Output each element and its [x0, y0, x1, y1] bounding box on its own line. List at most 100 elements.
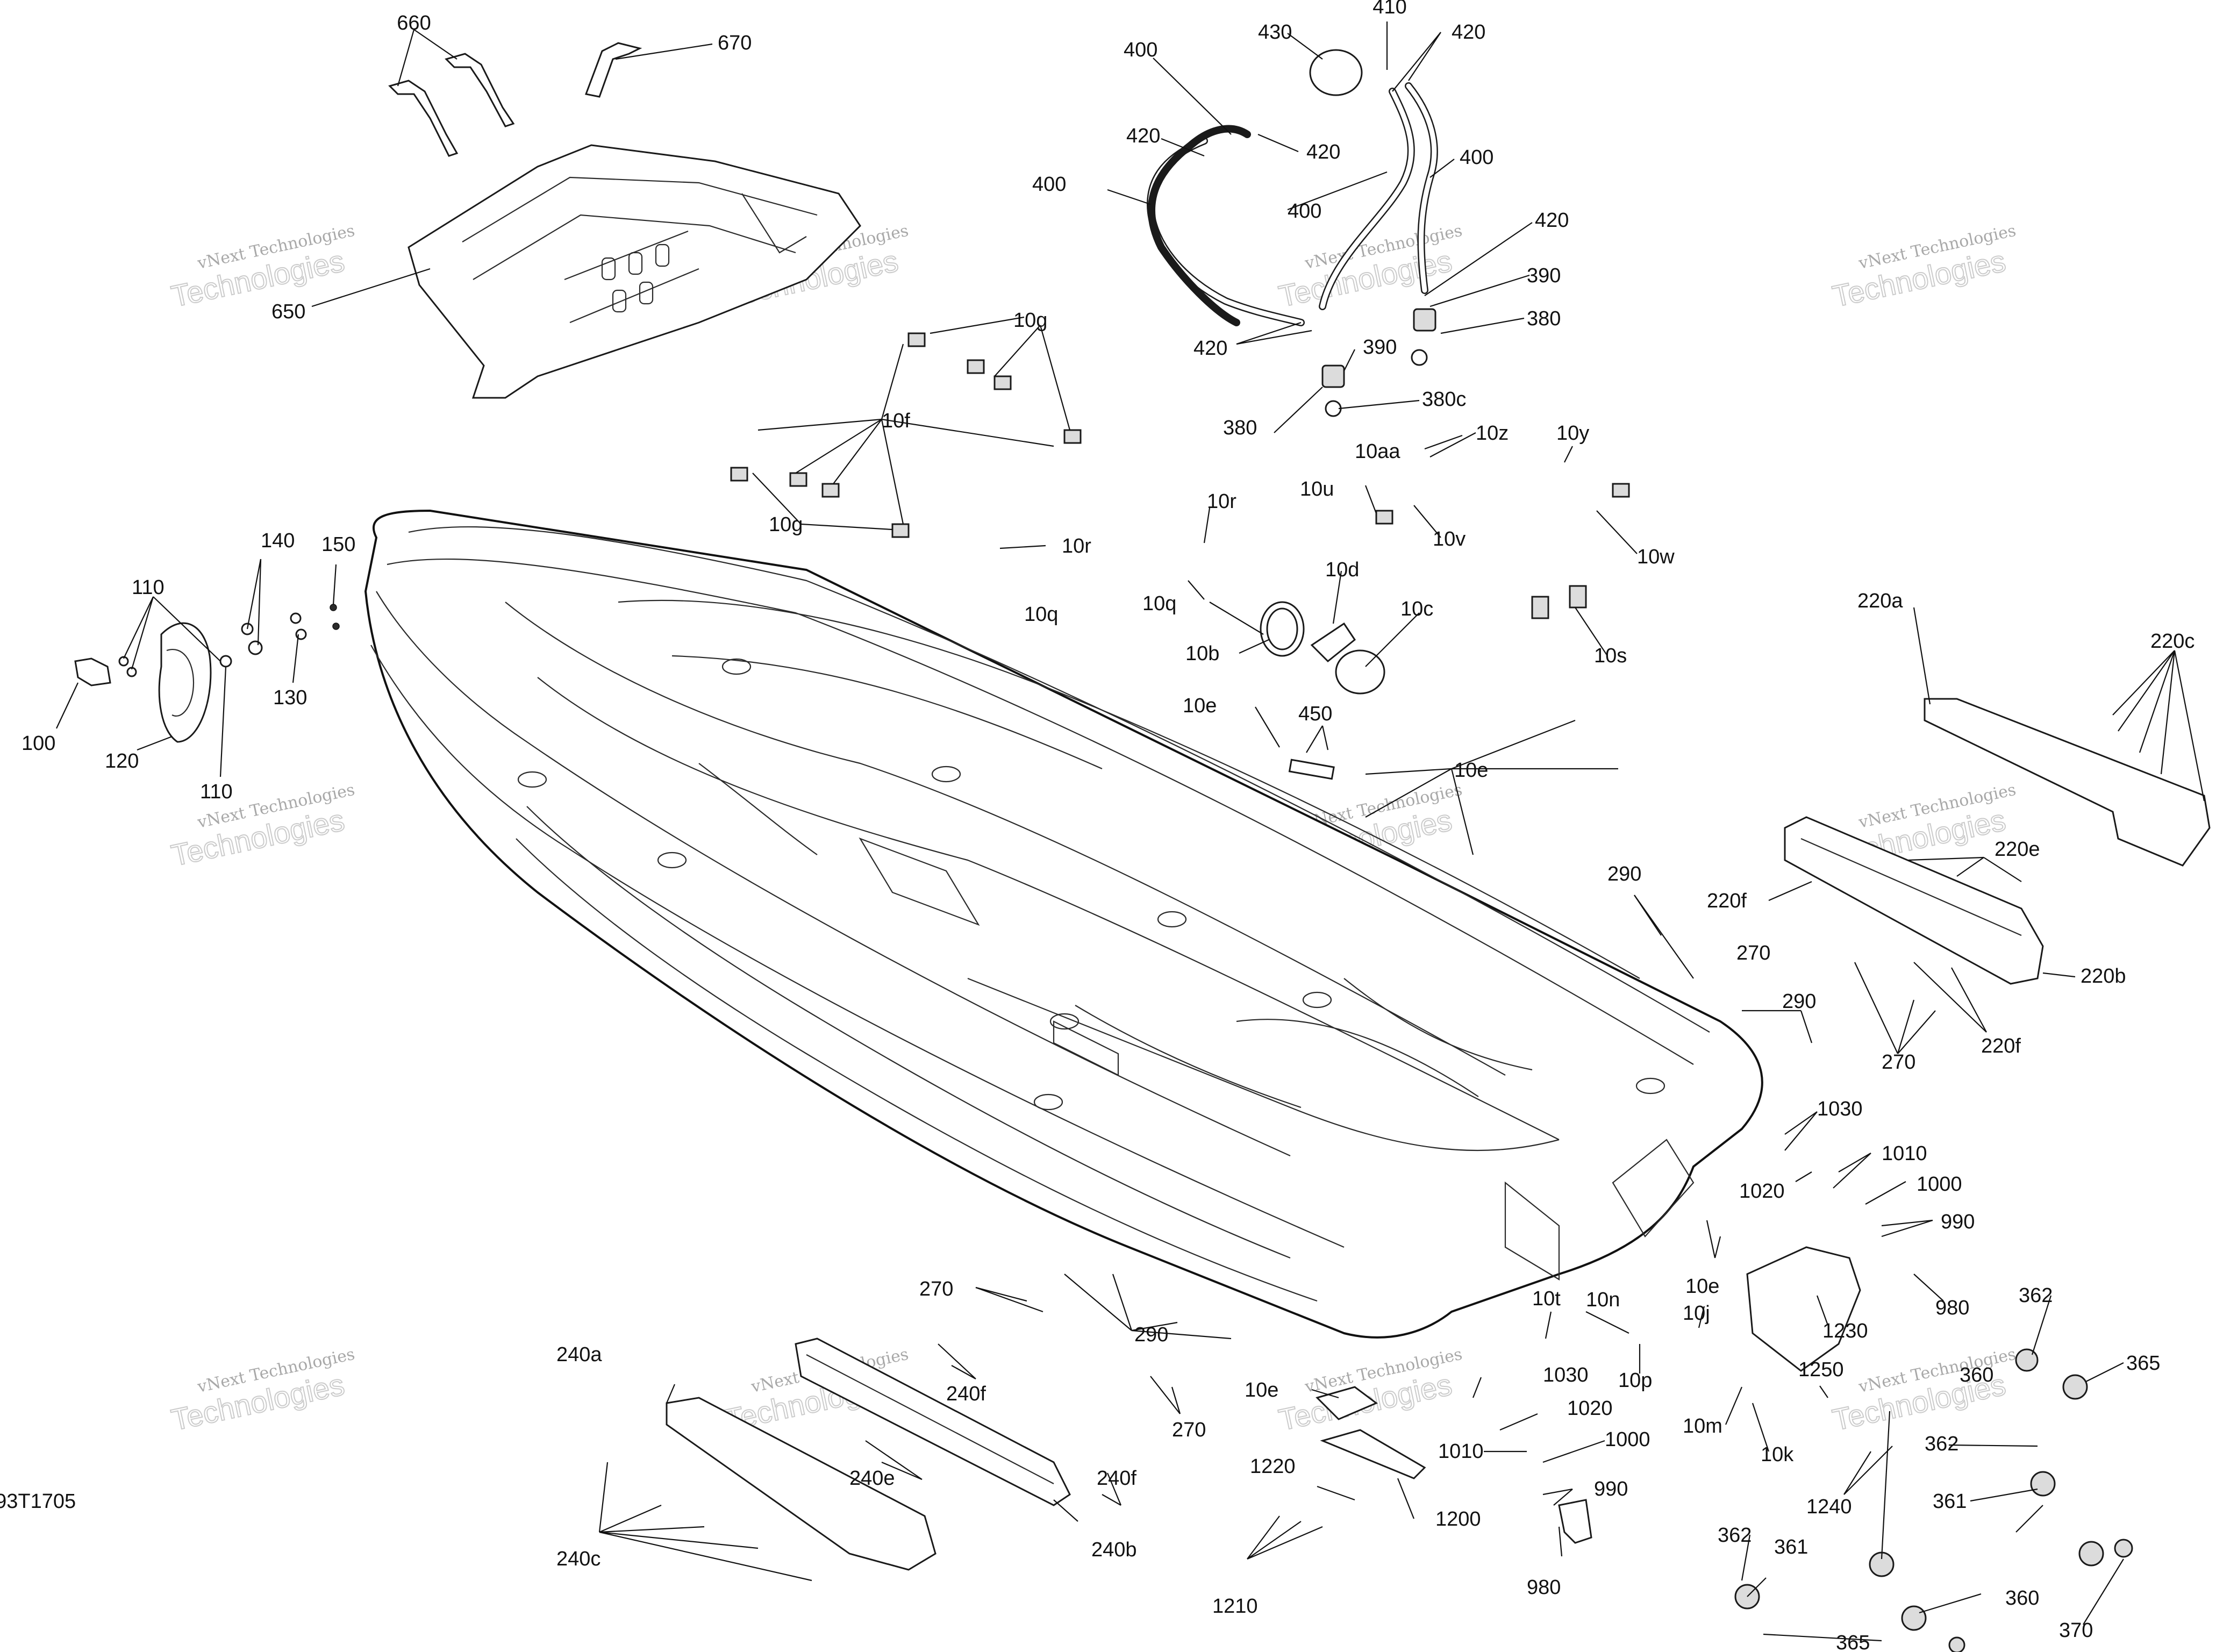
callout-290-a: 290 — [1607, 863, 1641, 885]
callout-10v: 10v — [1433, 528, 1466, 550]
callout-130: 130 — [273, 686, 307, 709]
callout-10e-b: 10e — [1454, 759, 1488, 782]
callout-400-d: 400 — [1288, 200, 1321, 223]
callout-10s: 10s — [1594, 645, 1627, 667]
misc-parts-illustration — [730, 332, 2133, 1652]
callout-10e-c: 10e — [1685, 1275, 1719, 1298]
callout-1230: 1230 — [1822, 1320, 1868, 1342]
callout-10aa: 10aa — [1355, 440, 1400, 463]
callout-1020-a: 1020 — [1739, 1180, 1785, 1203]
callout-290-c: 290 — [1134, 1324, 1168, 1346]
callout-290-b: 290 — [1782, 990, 1816, 1013]
callout-140: 140 — [261, 530, 295, 552]
callout-1240: 1240 — [1806, 1496, 1852, 1518]
callout-240e: 240e — [849, 1467, 895, 1490]
callout-1030-b: 1030 — [1543, 1364, 1589, 1386]
sponson-illustration — [666, 698, 2211, 1571]
callout-10j: 10j — [1683, 1302, 1710, 1325]
callout-420-a: 420 — [1452, 21, 1485, 44]
callout-1010-b: 1010 — [1438, 1440, 1484, 1463]
callout-390-a: 390 — [1527, 264, 1561, 287]
callout-361-b: 361 — [1774, 1536, 1808, 1558]
callout-370: 370 — [2059, 1619, 2093, 1642]
callout-240f-a: 240f — [946, 1383, 986, 1405]
callout-990-b: 990 — [1594, 1478, 1628, 1500]
leader-lines — [56, 22, 2205, 1642]
callout-362-c: 362 — [1718, 1524, 1752, 1547]
callout-10p: 10p — [1618, 1369, 1652, 1392]
callout-150: 150 — [321, 533, 355, 556]
callout-270-d: 270 — [1172, 1419, 1206, 1441]
callout-120: 120 — [105, 750, 139, 773]
callout-380c: 380c — [1422, 388, 1466, 411]
callout-10k: 10k — [1761, 1443, 1794, 1466]
callout-420-e: 420 — [1193, 337, 1227, 360]
callout-670: 670 — [718, 32, 752, 54]
callout-420-c: 420 — [1306, 141, 1340, 163]
callout-430: 430 — [1258, 21, 1292, 44]
callout-220c: 220c — [2150, 630, 2194, 653]
callout-220f-b: 220f — [1981, 1035, 2021, 1057]
callout-10c: 10c — [1400, 598, 1433, 620]
callout-1030-a: 1030 — [1817, 1098, 1863, 1120]
callout-10e-d: 10e — [1245, 1379, 1278, 1401]
callout-10e-a: 10e — [1183, 695, 1217, 717]
callout-1020-b: 1020 — [1567, 1397, 1613, 1420]
callout-220a: 220a — [1857, 590, 1903, 612]
callout-10q-a: 10q — [1142, 592, 1176, 615]
callout-10b: 10b — [1185, 642, 1219, 665]
callout-270-b: 270 — [1882, 1051, 1915, 1074]
callout-220f-a: 220f — [1707, 890, 1747, 912]
callout-10z: 10z — [1476, 422, 1509, 445]
callout-380-b: 380 — [1223, 417, 1257, 439]
callout-10g-b: 10g — [769, 513, 803, 536]
callout-1200: 1200 — [1435, 1508, 1481, 1531]
callout-220b: 220b — [2081, 965, 2126, 988]
callout-240f-b: 240f — [1097, 1467, 1136, 1490]
callout-400-a: 400 — [1124, 39, 1157, 61]
callout-390-b: 390 — [1363, 336, 1397, 359]
callout-10r-b: 10r — [1062, 535, 1091, 557]
callout-270-c: 270 — [919, 1278, 953, 1300]
callout-1250: 1250 — [1798, 1358, 1844, 1381]
callout-365-a: 365 — [2126, 1352, 2160, 1375]
callout-380-a: 380 — [1527, 307, 1561, 330]
callout-660: 660 — [397, 12, 431, 34]
callout-360-a: 360 — [1960, 1364, 1993, 1386]
callout-240c: 240c — [556, 1548, 601, 1570]
callout-1000-b: 1000 — [1605, 1428, 1650, 1451]
callout-361-a: 361 — [1933, 1490, 1967, 1513]
callout-10g-a: 10g — [1013, 309, 1047, 332]
callout-450: 450 — [1298, 703, 1332, 725]
callout-220e: 220e — [1995, 838, 2040, 861]
hoses-illustration — [1146, 49, 1438, 417]
callout-240b: 240b — [1091, 1539, 1137, 1561]
callout-10n: 10n — [1586, 1289, 1620, 1311]
callout-100: 100 — [22, 732, 55, 755]
callout-362-b: 362 — [1925, 1433, 1958, 1455]
callout-labels: 660 670 650 430 410 420 400 420 420 400 … — [22, 0, 2194, 1652]
callout-410: 410 — [1373, 0, 1406, 18]
callout-240a: 240a — [556, 1343, 602, 1366]
callout-10u: 10u — [1300, 478, 1334, 500]
callout-400-b: 400 — [1032, 173, 1066, 196]
callout-10f: 10f — [882, 410, 910, 432]
callout-420-d: 420 — [1535, 209, 1569, 232]
callout-10m: 10m — [1683, 1415, 1722, 1438]
callout-420-b: 420 — [1126, 125, 1160, 147]
callout-1000-a: 1000 — [1917, 1173, 1962, 1196]
diagram-code-label: 193T1705 — [0, 1490, 76, 1513]
hose-clamp-ring — [1309, 49, 1363, 96]
callout-110-b: 110 — [200, 781, 233, 803]
callout-270-a: 270 — [1736, 942, 1770, 964]
callout-400-c: 400 — [1460, 146, 1493, 169]
callout-1210: 1210 — [1212, 1595, 1258, 1618]
callout-10t: 10t — [1532, 1288, 1561, 1310]
callout-650: 650 — [271, 301, 305, 323]
callout-1010-a: 1010 — [1882, 1142, 1927, 1165]
callout-360-b: 360 — [2005, 1587, 2039, 1610]
callout-10w: 10w — [1637, 546, 1675, 568]
callout-10d: 10d — [1325, 559, 1359, 581]
callout-365-b: 365 — [1836, 1632, 1870, 1652]
